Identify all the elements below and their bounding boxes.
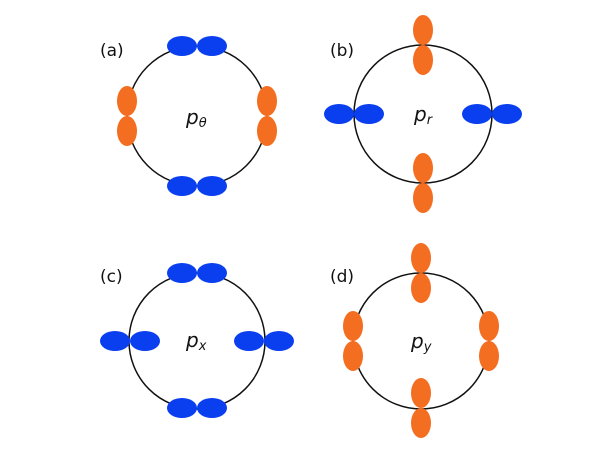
panel-d-label-sub: y [423,340,432,355]
panel-b-lobe-bottom-2 [413,183,433,213]
panel-c-lobe-top-2 [197,263,227,283]
panel-c-label-main: p [185,328,199,352]
panel-d-label-main: p [410,329,424,353]
panel-b-lobe-right-1 [462,104,492,124]
panel-a: (a) pθ [100,36,277,196]
panel-a-letter: (a) [100,41,124,61]
panel-a-label: pθ [185,105,207,131]
panel-c-lobe-left-1 [100,331,130,351]
panel-a-lobe-bottom-2 [197,176,227,196]
panel-c-lobe-bottom [167,398,227,418]
panel-d-lobe-top [411,243,431,303]
panel-c-lobe-bottom-1 [167,398,197,418]
panel-d-lobe-top-1 [411,243,431,273]
panel-d: (d) py [330,243,499,438]
panel-b-lobe-left-1 [324,104,354,124]
panel-b-label: pr [413,102,434,128]
panel-a-lobe-top-1 [167,36,197,56]
panel-d-lobe-right [479,311,499,371]
panel-b-lobe-top-1 [413,15,433,45]
panel-a-label-main: p [185,105,199,129]
panel-c-lobe-left [100,331,160,351]
panel-c-label: px [185,328,207,354]
panel-b-lobe-left-2 [354,104,384,124]
panel-c-lobe-top [167,263,227,283]
panel-a-lobe-right-2 [257,116,277,146]
panel-c-label-sub: x [198,339,207,354]
panel-b-lobe-top [413,15,433,75]
panel-d-lobe-left-1 [343,311,363,341]
panel-d-lobe-left-2 [343,341,363,371]
panel-a-lobe-left-2 [117,116,137,146]
panel-b-label-main: p [413,102,427,126]
panel-d-lobe-right-2 [479,341,499,371]
panel-b-letter: (b) [330,41,354,61]
panel-c: (c) px [100,263,294,418]
panel-a-label-sub: θ [199,116,207,131]
panel-c-lobe-top-1 [167,263,197,283]
panel-d-lobe-left [343,311,363,371]
panel-d-label: py [410,329,432,355]
panel-a-lobe-top-2 [197,36,227,56]
panel-a-lobe-bottom [167,176,227,196]
panel-b-lobe-bottom-1 [413,153,433,183]
panel-c-lobe-right [234,331,294,351]
panel-a-lobe-left [117,86,137,146]
panel-b-label-sub: r [427,113,434,128]
panel-c-lobe-bottom-2 [197,398,227,418]
panel-d-lobe-bottom-1 [411,378,431,408]
panel-d-lobe-bottom [411,378,431,438]
panel-d-lobe-right-1 [479,311,499,341]
panel-c-letter: (c) [100,267,123,287]
panel-a-lobe-left-1 [117,86,137,116]
panel-d-lobe-bottom-2 [411,408,431,438]
panel-a-lobe-bottom-1 [167,176,197,196]
panel-b-lobe-right [462,104,522,124]
panel-d-lobe-top-2 [411,273,431,303]
panel-b-lobe-left [324,104,384,124]
panel-c-lobe-right-1 [234,331,264,351]
panel-d-letter: (d) [330,267,354,287]
panel-b-lobe-bottom [413,153,433,213]
panel-a-lobe-right [257,86,277,146]
panel-a-lobe-right-1 [257,86,277,116]
panel-b: (b) pr [324,15,522,213]
panel-c-lobe-left-2 [130,331,160,351]
panel-c-lobe-right-2 [264,331,294,351]
panel-a-lobe-top [167,36,227,56]
panel-b-lobe-top-2 [413,45,433,75]
panel-b-lobe-right-2 [492,104,522,124]
